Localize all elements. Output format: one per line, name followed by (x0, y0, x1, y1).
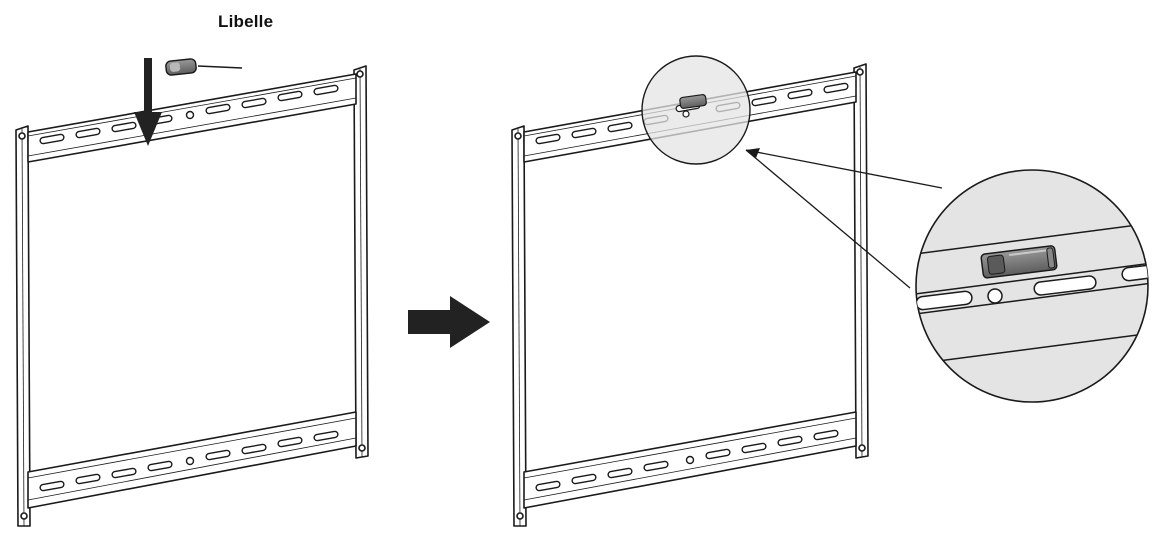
spirit-level-detail (980, 245, 1058, 279)
bottom-rail-slots-left (39, 430, 339, 492)
top-rail-slots-left (39, 84, 339, 145)
spirit-level-icon (165, 58, 243, 76)
spirit-level-label: Libelle (218, 12, 274, 31)
detail-highlight-circle (641, 55, 751, 165)
zoomed-detail-view (915, 169, 1149, 403)
wall-plate-left (15, 65, 369, 527)
right-arrow-icon (408, 296, 490, 348)
detail-leader-lines (745, 148, 943, 289)
bottom-rail-slots-right (535, 429, 839, 492)
down-arrow-icon (134, 58, 162, 146)
